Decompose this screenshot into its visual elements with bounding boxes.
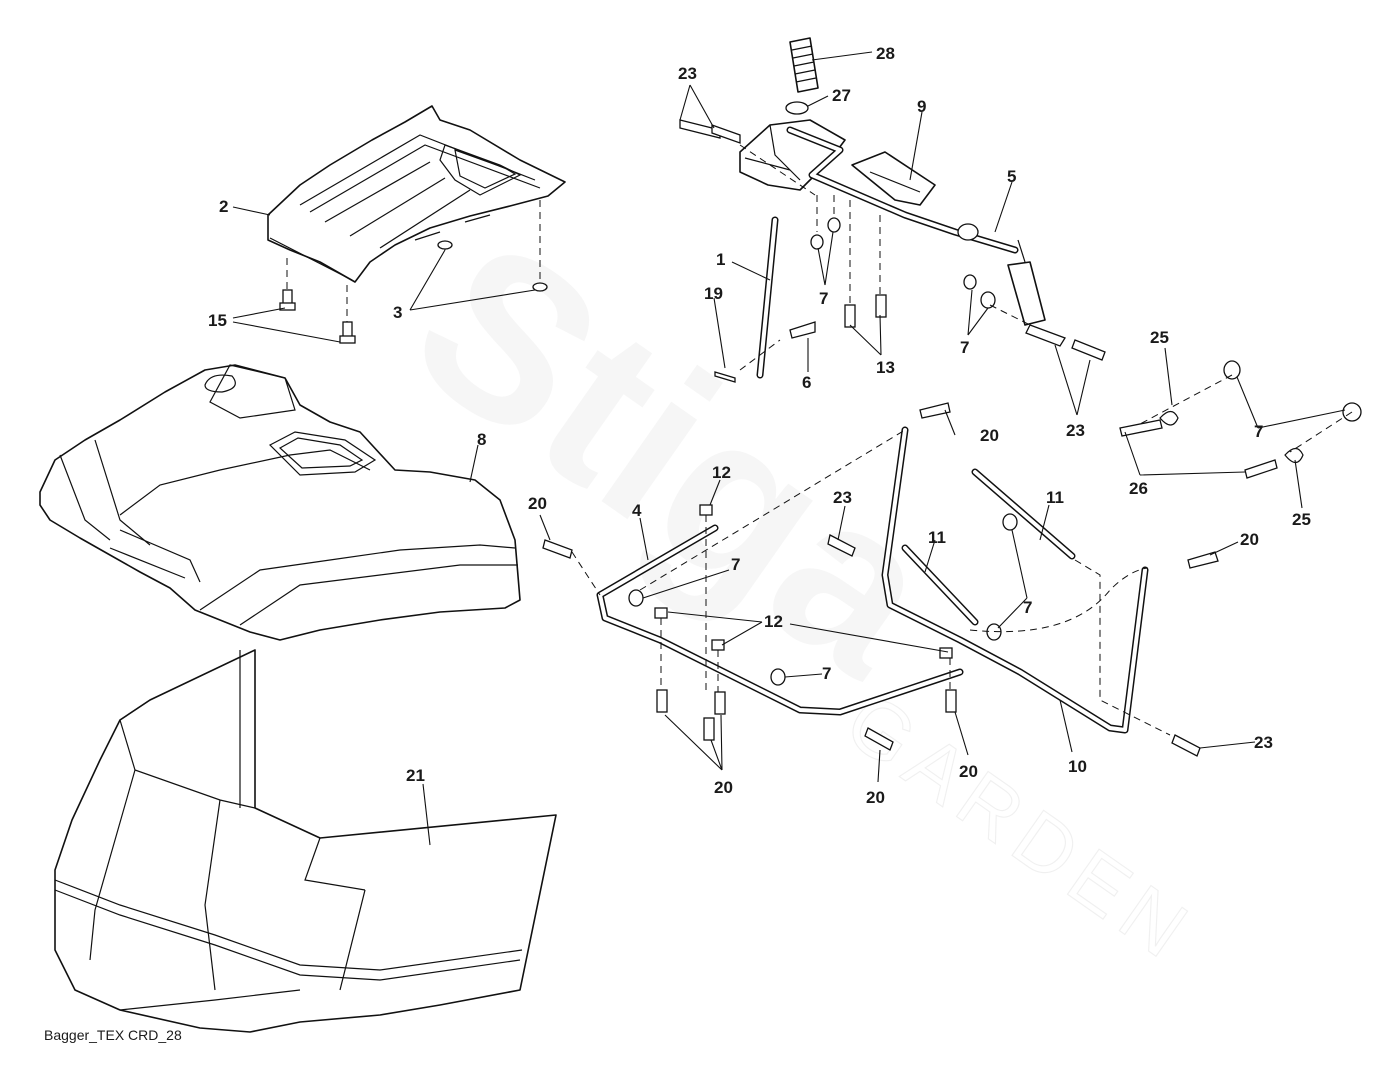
part-2-hood-panel [267, 105, 566, 283]
callout-1: 1 [716, 250, 725, 269]
callout-11: 11 [1046, 488, 1064, 507]
callout-13: 13 [876, 358, 895, 377]
part-8-hood-body [39, 364, 521, 641]
part-21-grass-bag [54, 649, 557, 1033]
callout-28: 28 [876, 44, 895, 63]
callout-23: 23 [678, 64, 697, 83]
callout-4: 4 [632, 501, 642, 520]
watermark-brand: Stiga [372, 190, 982, 724]
callout-8: 8 [477, 430, 486, 449]
callout-9: 9 [917, 97, 926, 116]
callout-3: 3 [393, 303, 402, 322]
callout-7: 7 [822, 664, 831, 683]
handle-assembly [679, 37, 1106, 383]
callout-labels: 28 23 27 9 2 5 1 7 19 15 3 13 6 7 25 23 … [208, 44, 1311, 807]
callout-5: 5 [1007, 167, 1016, 186]
callout-10: 10 [1068, 757, 1087, 776]
side-hardware [1119, 360, 1362, 479]
callout-12: 12 [712, 463, 731, 482]
hood-panel-hardware [279, 200, 548, 344]
bag-frame [542, 402, 1219, 757]
callout-20: 20 [980, 426, 999, 445]
callout-7: 7 [960, 338, 969, 357]
leader-lines [232, 51, 1346, 846]
callout-20: 20 [1240, 530, 1259, 549]
callout-23: 23 [1254, 733, 1273, 752]
callout-20: 20 [714, 778, 733, 797]
callout-20: 20 [959, 762, 978, 781]
callout-7: 7 [731, 555, 740, 574]
callout-7: 7 [1023, 598, 1032, 617]
callout-25: 25 [1150, 328, 1169, 347]
callout-6: 6 [802, 373, 811, 392]
callout-11: 11 [928, 528, 946, 547]
callout-21: 21 [406, 766, 425, 785]
callout-25: 25 [1292, 510, 1311, 529]
callout-26: 26 [1129, 479, 1148, 498]
callout-20: 20 [866, 788, 885, 807]
watermark-sub: GARDEN [830, 676, 1211, 980]
callout-7: 7 [1254, 422, 1263, 441]
callout-19: 19 [704, 284, 723, 303]
callout-15: 15 [208, 311, 227, 330]
callout-2: 2 [219, 197, 228, 216]
diagram-caption: Bagger_TEX CRD_28 [44, 1027, 182, 1043]
callout-23: 23 [1066, 421, 1085, 440]
callout-20: 20 [528, 494, 547, 513]
callout-12: 12 [764, 612, 783, 631]
callout-27: 27 [832, 86, 851, 105]
callout-7: 7 [819, 289, 828, 308]
callout-23: 23 [833, 488, 852, 507]
